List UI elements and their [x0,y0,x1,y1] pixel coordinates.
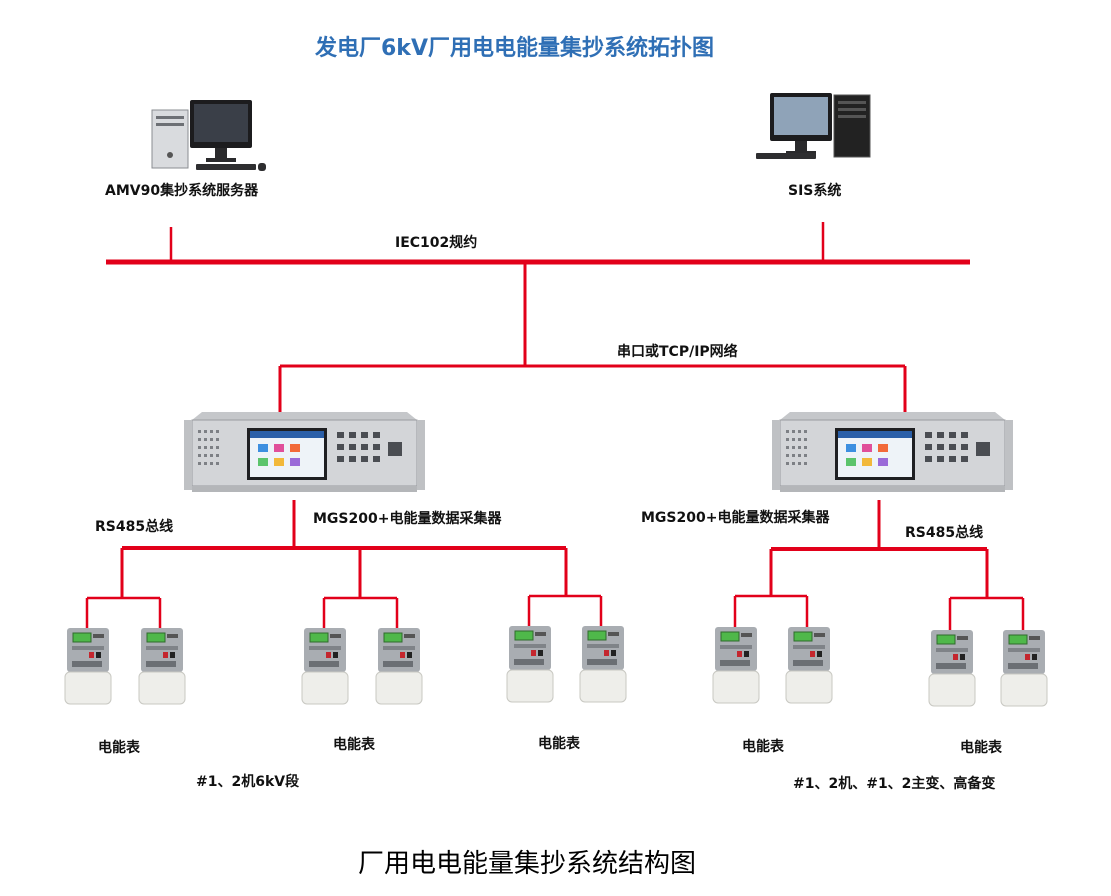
section-left-label: #1、2机6kV段 [196,774,300,790]
energy-meter-icon [64,627,112,705]
rs485-left-label: RS485总线 [95,519,174,535]
meter-group-label: 电能表 [333,737,375,753]
energy-meter-icon [712,626,760,704]
rs485-right-label: RS485总线 [905,525,984,541]
collector-device-icon [183,411,426,493]
desktop-computer-icon [755,92,871,160]
meter-group-label: 电能表 [538,736,580,752]
figure-caption: 厂用电电能量集抄系统结构图 [358,849,697,879]
section-right-label: #1、2机、#1、2主变、高备变 [793,776,996,792]
desktop-computer-icon [151,99,267,172]
meter-group-label: 电能表 [960,740,1002,756]
collector-right-label: MGS200+电能量数据采集器 [641,510,830,526]
network-label: 串口或TCP/IP网络 [617,344,738,360]
energy-meter-icon [375,627,423,705]
energy-meter-icon [138,627,186,705]
energy-meter-icon [1000,629,1048,707]
energy-meter-icon [928,629,976,707]
energy-meter-icon [579,625,627,703]
energy-meter-icon [506,625,554,703]
protocol-label: IEC102规约 [395,235,478,251]
collector-device-icon [771,411,1014,493]
bus-lines [85,222,1025,630]
meter-group-label: 电能表 [742,739,784,755]
energy-meter-icon [785,626,833,704]
meter-group-label: 电能表 [98,740,140,756]
sis-label: SIS系统 [788,183,842,199]
diagram-title: 发电厂6kV厂用电电能量集抄系统拓扑图 [315,36,714,61]
energy-meter-icon [301,627,349,705]
server-label: AMV90集抄系统服务器 [105,183,259,199]
collector-left-label: MGS200+电能量数据采集器 [313,511,502,527]
